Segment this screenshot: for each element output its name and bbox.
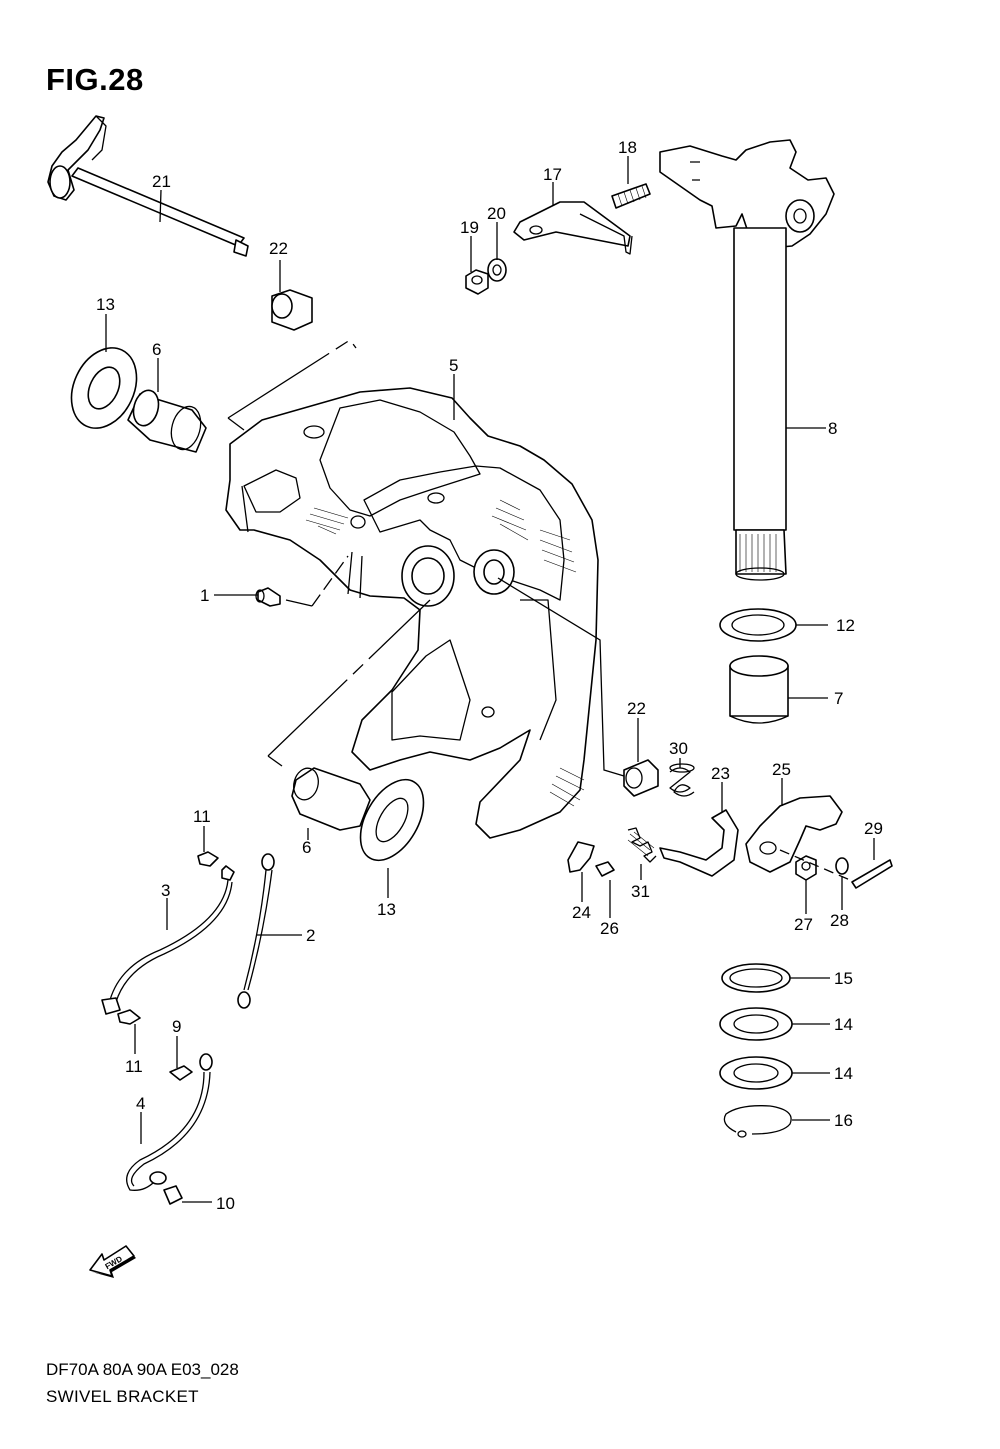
part-24-clip — [567, 841, 595, 873]
callout-labels: 21 22 13 6 5 17 18 19 20 8 1 12 7 22 30 … — [96, 138, 883, 1213]
callout-15: 15 — [834, 969, 853, 988]
part-17-bracket-plate — [513, 201, 633, 255]
part-2-ground-wire — [237, 853, 275, 1009]
part-13-washer-lower — [359, 778, 425, 862]
callout-27: 27 — [794, 915, 813, 934]
part-22-bushing-upper — [271, 289, 313, 331]
part-14-washer-b — [719, 1056, 793, 1090]
callout-24: 24 — [572, 903, 591, 922]
part-11-screw-lower — [117, 1009, 141, 1025]
assembly-guide-lines — [227, 339, 851, 881]
part-12-washer — [719, 608, 797, 642]
part-16-snap-ring — [723, 1105, 792, 1138]
part-19-nut — [465, 269, 489, 295]
callout-25: 25 — [772, 760, 791, 779]
part-11-screw-upper — [197, 851, 219, 867]
part-14-washer-a — [719, 1007, 793, 1041]
callout-19: 19 — [460, 218, 479, 237]
part-15-ring — [721, 963, 791, 993]
part-20-washer — [487, 258, 507, 282]
callout-21: 21 — [152, 172, 171, 191]
part-13-washer-upper — [70, 347, 138, 429]
callout-22-lower: 22 — [627, 699, 646, 718]
part-6-sleeve-lower — [291, 767, 371, 831]
part-1-grease-nipple — [255, 587, 281, 607]
part-27-nut — [795, 855, 817, 881]
callout-8: 8 — [828, 419, 837, 438]
callout-4: 4 — [136, 1094, 145, 1113]
callout-18: 18 — [618, 138, 637, 157]
callout-22-upper: 22 — [269, 239, 288, 258]
part-29-cotter-pin — [851, 859, 893, 889]
callout-2: 2 — [306, 926, 315, 945]
part-8-steering-shaft — [659, 139, 835, 581]
callout-5: 5 — [449, 356, 458, 375]
part-18-stud — [611, 183, 651, 209]
callout-13-lower: 13 — [377, 900, 396, 919]
callout-14-b: 14 — [834, 1064, 853, 1083]
part-6-sleeve-upper — [127, 389, 207, 453]
part-9-screw — [169, 1065, 193, 1081]
callout-9: 9 — [172, 1017, 181, 1036]
callout-14-a: 14 — [834, 1015, 853, 1034]
callout-6-upper: 6 — [152, 340, 161, 359]
callout-26: 26 — [600, 919, 619, 938]
part-28-washer — [835, 857, 849, 875]
callout-3: 3 — [161, 881, 170, 900]
callout-23: 23 — [711, 764, 730, 783]
part-22-bushing-lower — [623, 759, 659, 797]
fwd-arrow: FWD — [89, 1245, 136, 1278]
part-23-lock-rod — [659, 809, 739, 877]
callout-1: 1 — [200, 586, 209, 605]
part-30-spring — [669, 763, 695, 797]
part-31-spring — [627, 827, 657, 863]
callout-12: 12 — [836, 616, 855, 635]
callout-11-lower: 11 — [125, 1057, 143, 1076]
callout-7: 7 — [834, 689, 843, 708]
part-3-ground-wire — [101, 865, 235, 1015]
callout-30: 30 — [669, 739, 688, 758]
callout-6-lower: 6 — [302, 838, 311, 857]
section-name: SWIVEL BRACKET — [46, 1387, 199, 1406]
callout-29: 29 — [864, 819, 883, 838]
part-5-swivel-bracket — [225, 387, 599, 839]
part-7-bushing — [729, 655, 789, 724]
callout-31: 31 — [631, 882, 650, 901]
part-21-shaft — [47, 115, 249, 257]
callout-10: 10 — [216, 1194, 235, 1213]
callout-28: 28 — [830, 911, 849, 930]
callout-11-upper: 11 — [193, 807, 211, 826]
part-26-screw — [595, 861, 615, 877]
part-10-screw — [163, 1185, 183, 1205]
figure-title: FIG.28 — [46, 62, 144, 97]
callout-20: 20 — [487, 204, 506, 223]
part-4-ground-wire — [126, 1053, 213, 1191]
callout-13-upper: 13 — [96, 295, 115, 314]
callout-16: 16 — [834, 1111, 853, 1130]
part-25-tilt-lock-lever — [745, 795, 843, 873]
leader-lines — [105, 156, 875, 1203]
model-code: DF70A 80A 90A E03_028 — [46, 1360, 239, 1379]
callout-17: 17 — [543, 165, 562, 184]
